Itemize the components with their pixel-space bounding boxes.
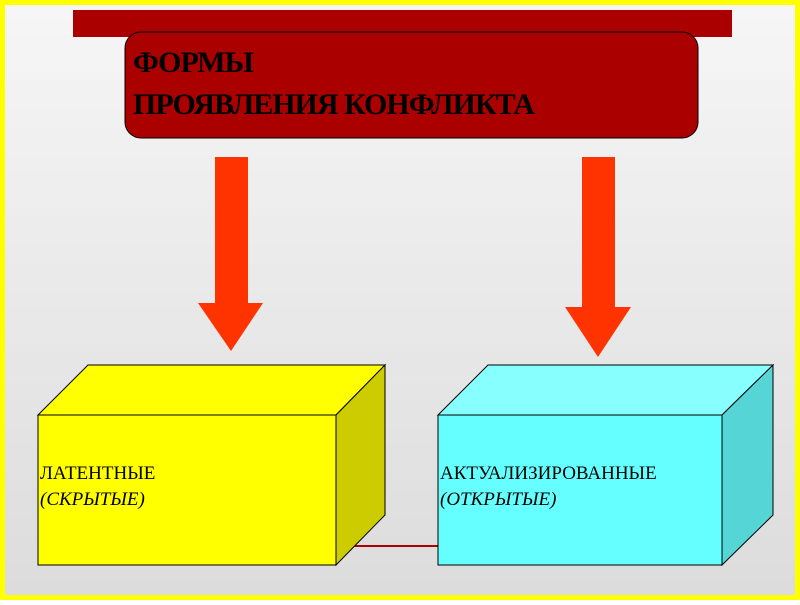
latent-label: ЛАТЕНТНЫЕ (СКРЫТЫЕ) xyxy=(40,461,155,513)
latent-title: ЛАТЕНТНЫЕ xyxy=(40,463,156,484)
title-line-1: ФОРМЫ xyxy=(133,46,254,79)
cube-actualized xyxy=(436,363,775,567)
actualized-subtitle: (ОТКРЫТЫЕ) xyxy=(440,489,557,510)
title-box xyxy=(124,31,699,139)
slide-graphics xyxy=(36,10,775,567)
arrow-down-right-icon xyxy=(565,157,631,357)
actualized-title: АКТУАЛИЗИРОВАННЫЕ xyxy=(440,463,657,484)
arrow-down-left-icon xyxy=(198,157,263,351)
cube-latent xyxy=(36,363,387,567)
page-title: ФОРМЫ ПРОЯВЛЕНИЯ КОНФЛИКТА xyxy=(133,42,535,126)
latent-subtitle: (СКРЫТЫЕ) xyxy=(40,489,145,510)
actualized-label: АКТУАЛИЗИРОВАННЫЕ (ОТКРЫТЫЕ) xyxy=(440,461,657,513)
title-line-2: ПРОЯВЛЕНИЯ КОНФЛИКТА xyxy=(133,88,535,121)
